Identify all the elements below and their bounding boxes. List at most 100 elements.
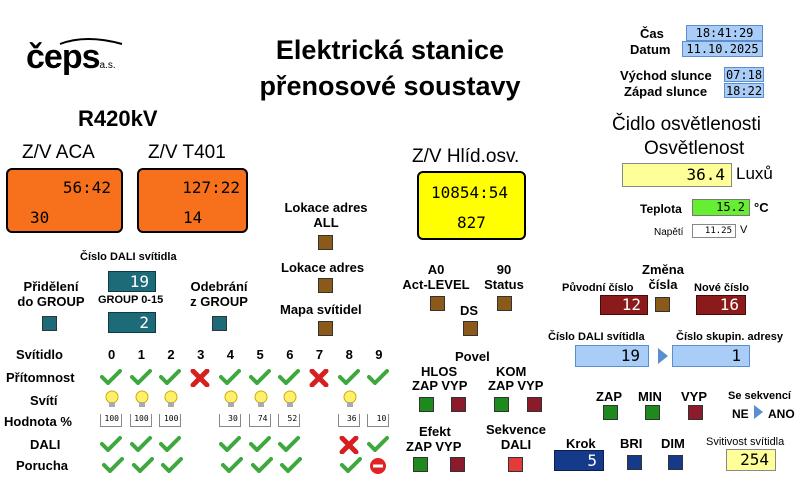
prideleni-label: Přidělení do GROUP [16,279,86,309]
bri-button[interactable] [627,455,642,470]
ne-label: NE [732,407,749,421]
row-label: Svítí [30,393,58,408]
title-line-1: Elektrická stanice [275,35,505,65]
hlos-label: HLOS [421,364,458,379]
check-icon [280,457,303,475]
sekvence-label: Sekvence DALI [480,422,552,452]
hlos-zap-button[interactable] [419,397,434,412]
bulb-icon [162,389,180,409]
odebrani-line1: Odebrání [190,279,248,294]
dim-button[interactable] [668,455,683,470]
group-value[interactable]: 2 [108,312,156,333]
stop-icon [369,457,391,475]
ds-label: DS [460,303,479,318]
lokace-adres-button[interactable] [318,278,333,293]
group-cislo-label: Číslo DALI svítidla [80,251,177,263]
napeti-value: 11.25 [692,224,736,238]
group-range-label: GROUP 0-15 [98,294,164,306]
prideleni-button[interactable] [42,316,57,331]
check-icon [100,436,122,454]
column-header: 1 [137,347,145,362]
prideleni-line2: do GROUP [17,294,85,309]
logo-suffix: a.s. [99,60,116,71]
hlos-vyp-button[interactable] [451,397,466,412]
toggle-arrow-icon[interactable] [754,405,763,419]
row-label: Přítomnost [6,370,75,385]
mapa-svitidel-button[interactable] [318,321,333,336]
zv-hlid-label: Z/V Hlíd.osv. [412,146,520,167]
kom-vyp-label: VYP [517,378,544,393]
value-cell: 74 [248,414,271,427]
napeti-label: Napětí [654,227,684,238]
check-icon [339,457,362,475]
cas-value: 18:41:29 [686,25,763,41]
dim-label: DIM [661,436,685,451]
zv-aca-count: 30 [30,208,50,227]
status-90-button[interactable] [497,296,512,311]
vychod-label: Východ slunce [620,68,712,83]
ctrl-min-label: MIN [638,389,662,404]
ctrl-min-button[interactable] [645,405,660,420]
napeti-unit: V [740,224,748,236]
ano-label: ANO [768,407,795,421]
datum-label: Datum [630,42,671,57]
status-90-label: 90 Status [478,262,530,292]
zv-hlid-time: 10854:54 [431,183,509,202]
zv-t401-label: Z/V T401 [148,142,226,163]
check-icon [102,457,124,475]
zv-aca-time: 56:42 [62,178,111,197]
check-icon [220,457,243,475]
osvetlenost-unit: Luxů [736,164,773,183]
cidlo-title: Čidlo osvětlenosti [612,114,761,135]
krok-value[interactable]: 5 [554,450,604,471]
check-icon [218,369,241,387]
svitivost-label: Svitivost svítidla [706,436,785,448]
odebrani-button[interactable] [212,316,227,331]
check-icon [100,369,122,387]
mapa-svitidel-label: Mapa svítidel [280,302,362,317]
arrow-right-icon[interactable] [658,348,668,364]
ctrl-zap-button[interactable] [603,405,618,420]
s90-line1: 90 [496,262,512,277]
row-label: Hodnota % [4,414,72,429]
sekvence-dali-button[interactable] [508,457,523,472]
check-icon [159,436,182,454]
station-label: R420kV [78,106,158,131]
efekt-zap-button[interactable] [413,457,428,472]
check-icon [131,457,154,475]
dali-cislo-value[interactable]: 19 [575,345,649,367]
column-header: 8 [345,347,353,362]
ds-button[interactable] [463,321,478,336]
nove-value[interactable]: 16 [696,295,746,315]
value-cell: 52 [278,414,301,427]
zapad-label: Západ slunce [624,84,708,99]
efekt-label: Efekt [419,424,451,439]
column-header: 2 [167,347,175,362]
skupin-value[interactable]: 1 [672,345,750,367]
krok-label: Krok [566,436,596,451]
group-cislo-value[interactable]: 19 [108,271,156,292]
value-cell: 100 [100,414,122,427]
efekt-vyp-button[interactable] [450,457,465,472]
ctrl-vyp-button[interactable] [688,405,703,420]
zmena-line1: Změna [642,262,684,277]
check-icon [161,457,184,475]
zv-t401-time: 127:22 [182,178,240,197]
kom-label: KOM [496,364,527,379]
lokace-all-button[interactable] [318,235,333,250]
row-label: Porucha [16,458,69,473]
kom-vyp-button[interactable] [527,397,542,412]
puvodni-value[interactable]: 12 [600,295,648,315]
osvetlenost-title: Osvětlenost [644,138,745,159]
zmena-button[interactable] [655,297,670,312]
a0-button[interactable] [430,296,445,311]
check-icon [367,436,390,454]
check-icon [248,436,271,454]
check-icon [248,369,271,387]
column-header: 4 [226,347,235,362]
check-icon [278,436,301,454]
kom-zap-label: ZAP [488,378,514,393]
svitivost-value[interactable]: 254 [726,449,776,471]
kom-zap-button[interactable] [494,397,509,412]
vychod-value: 07:18 [724,67,764,82]
